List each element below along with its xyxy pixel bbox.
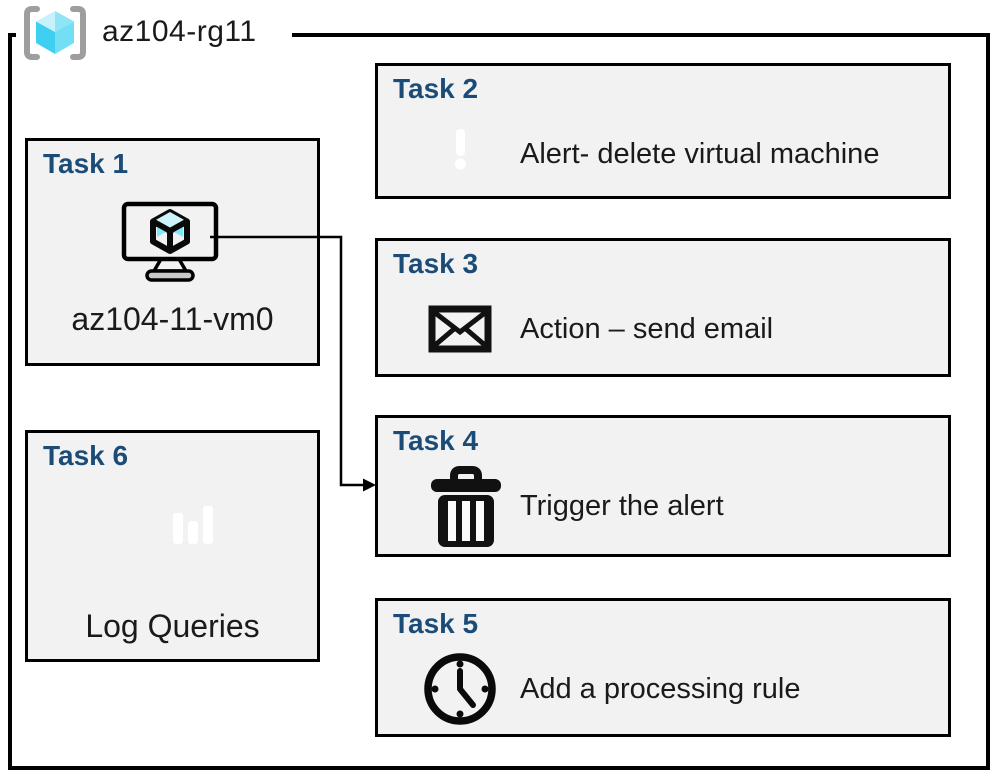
task2-title: Task 2 bbox=[393, 73, 479, 104]
task3-box: Task 3 Action – send email bbox=[375, 238, 951, 377]
log-queries-icon bbox=[136, 491, 229, 583]
task1-box: Task 1 az104-11-vm0 bbox=[25, 138, 320, 366]
task3-title: Task 3 bbox=[393, 248, 479, 279]
task1-vm-name: az104-11-vm0 bbox=[71, 301, 274, 337]
task6-box: Task 6 Log Queries bbox=[25, 430, 320, 662]
resource-group-icon bbox=[24, 6, 86, 60]
task5-box: Task 5 Add a processing rule bbox=[375, 598, 951, 737]
trash-delete-icon bbox=[431, 466, 501, 547]
virtual-machine-icon bbox=[121, 201, 219, 282]
clock-icon bbox=[424, 653, 496, 725]
task4-label: Trigger the alert bbox=[520, 489, 724, 522]
task4-title: Task 4 bbox=[393, 425, 479, 456]
task6-label: Log Queries bbox=[85, 608, 260, 644]
task6-title: Task 6 bbox=[43, 440, 129, 471]
email-envelope-icon bbox=[428, 305, 492, 353]
task3-label: Action – send email bbox=[520, 312, 774, 345]
task4-box: Task 4 Trigger the alert bbox=[375, 415, 951, 557]
task5-label: Add a processing rule bbox=[520, 672, 801, 705]
task1-title: Task 1 bbox=[43, 148, 129, 179]
task2-label: Alert- delete virtual machine bbox=[520, 137, 880, 170]
resource-group-name: az104-rg11 bbox=[102, 15, 257, 48]
task2-box: Task 2 Alert- delete virtual machine bbox=[375, 63, 951, 199]
task5-title: Task 5 bbox=[393, 608, 479, 639]
alert-message-icon bbox=[422, 121, 498, 187]
